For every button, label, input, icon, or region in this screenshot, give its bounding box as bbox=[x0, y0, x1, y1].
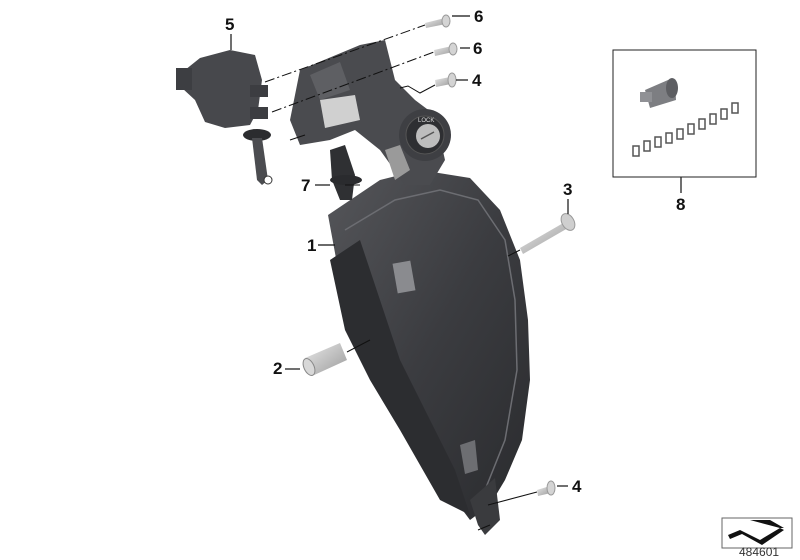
lock-label-text: LOCK bbox=[418, 118, 434, 124]
actuator-part-5 bbox=[176, 50, 273, 185]
screw-part-6-lower bbox=[434, 42, 458, 56]
callout-5: 5 bbox=[225, 15, 235, 34]
callout-8: 8 bbox=[676, 195, 686, 214]
callout-1: 1 bbox=[307, 236, 317, 255]
callout-4-lower: 4 bbox=[572, 477, 582, 496]
assembly-lines bbox=[264, 24, 538, 531]
callout-3: 3 bbox=[563, 180, 573, 199]
screw-part-6-upper bbox=[425, 14, 451, 28]
fuel-tank-cover-part bbox=[328, 170, 530, 535]
callout-2: 2 bbox=[273, 359, 283, 378]
callout-7: 7 bbox=[301, 176, 311, 195]
sleeve-part-2 bbox=[302, 343, 347, 376]
callout-6-upper: 6 bbox=[474, 7, 484, 26]
document-number: 484601 bbox=[739, 545, 780, 559]
bolt-part-3 bbox=[520, 213, 576, 254]
document-type-icon bbox=[721, 517, 793, 549]
screw-part-4-lower bbox=[537, 480, 556, 496]
kit-box-part-8 bbox=[612, 49, 757, 178]
callout-6-lower: 6 bbox=[473, 39, 483, 58]
leader-lines bbox=[230, 15, 682, 487]
grommet-part-7 bbox=[330, 145, 362, 200]
screw-part-4-upper bbox=[435, 72, 457, 88]
callout-4-upper: 4 bbox=[472, 71, 482, 90]
lock-bracket-part: LOCK bbox=[290, 40, 451, 185]
